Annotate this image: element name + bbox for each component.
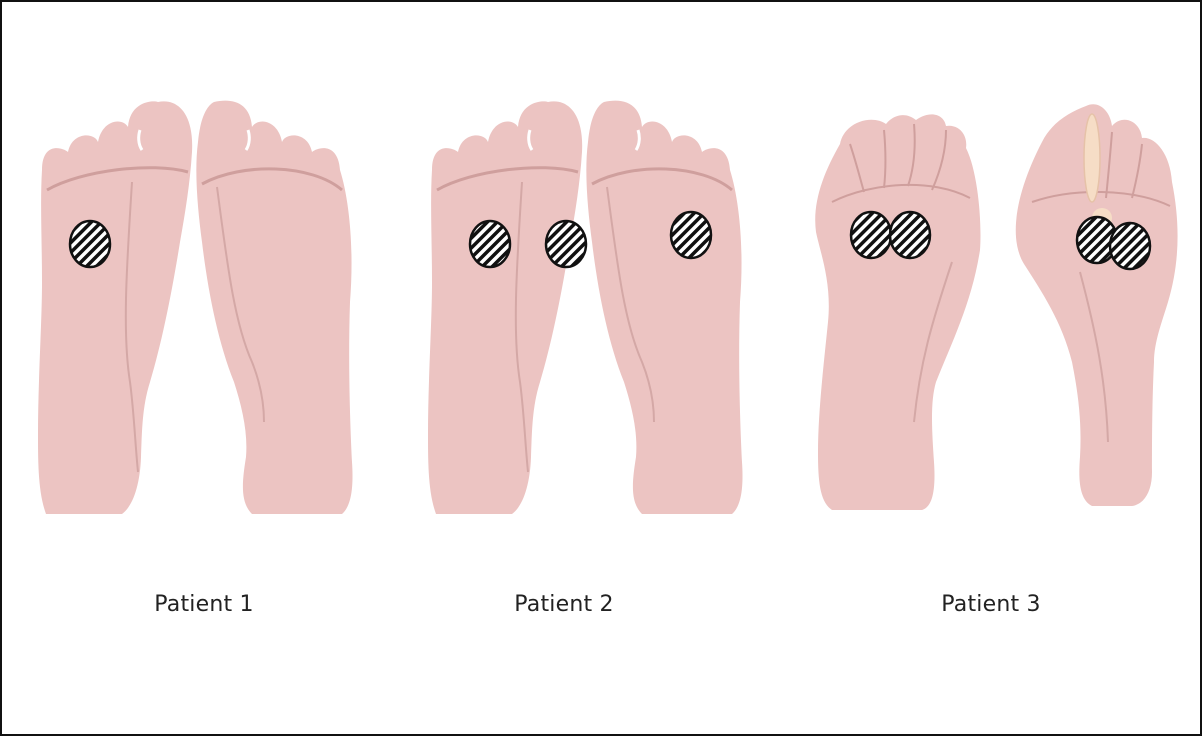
patient-1-left-foot [38,101,192,514]
lesion-marker [671,212,711,258]
lesion-marker [1110,223,1150,269]
lesion-marker [890,212,930,258]
patient-2-label: Patient 2 [464,592,664,617]
patient-1-label: Patient 1 [104,592,304,617]
patient-2-right-foot [586,101,742,514]
patient-3-feet [815,104,1177,510]
patient-2-feet [428,101,743,514]
lesion-marker [546,221,586,267]
patient-3-right-foot [1016,104,1178,506]
lesion-marker [70,221,110,267]
patient-1-right-foot [196,101,352,514]
patient-2-left-foot [428,101,582,514]
patient-3-label: Patient 3 [891,592,1091,617]
lesion-marker [470,221,510,267]
lesion-marker [851,212,891,258]
patient-3-left-foot [815,114,980,510]
patient-1-feet [38,101,353,514]
